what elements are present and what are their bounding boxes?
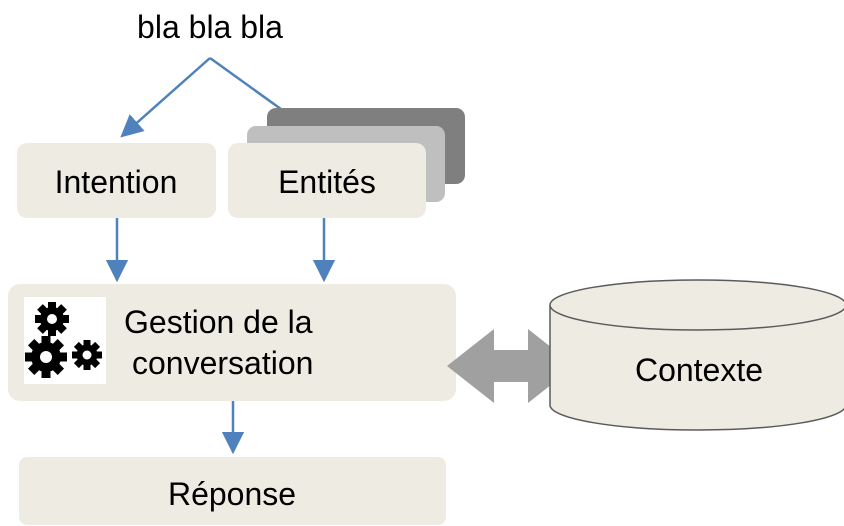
bidirectional-arrow	[447, 329, 575, 403]
gears-icon	[24, 297, 106, 384]
response-box: Réponse	[19, 457, 446, 525]
intent-label: Intention	[55, 164, 178, 200]
context-label: Contexte	[635, 352, 763, 388]
response-label: Réponse	[168, 476, 296, 512]
context-database: Contexte	[549, 279, 844, 431]
intent-box: Intention	[17, 143, 216, 218]
input-text: bla bla bla	[137, 9, 283, 45]
arrow-input-to-intention	[120, 57, 211, 138]
dialog-manager-box: Gestion de la conversation	[8, 284, 456, 401]
dialog-label-line1: Gestion de la	[124, 304, 313, 340]
entities-label: Entités	[278, 164, 376, 200]
dialog-label-line2: conversation	[132, 345, 313, 381]
entities-box: Entités	[228, 143, 426, 218]
